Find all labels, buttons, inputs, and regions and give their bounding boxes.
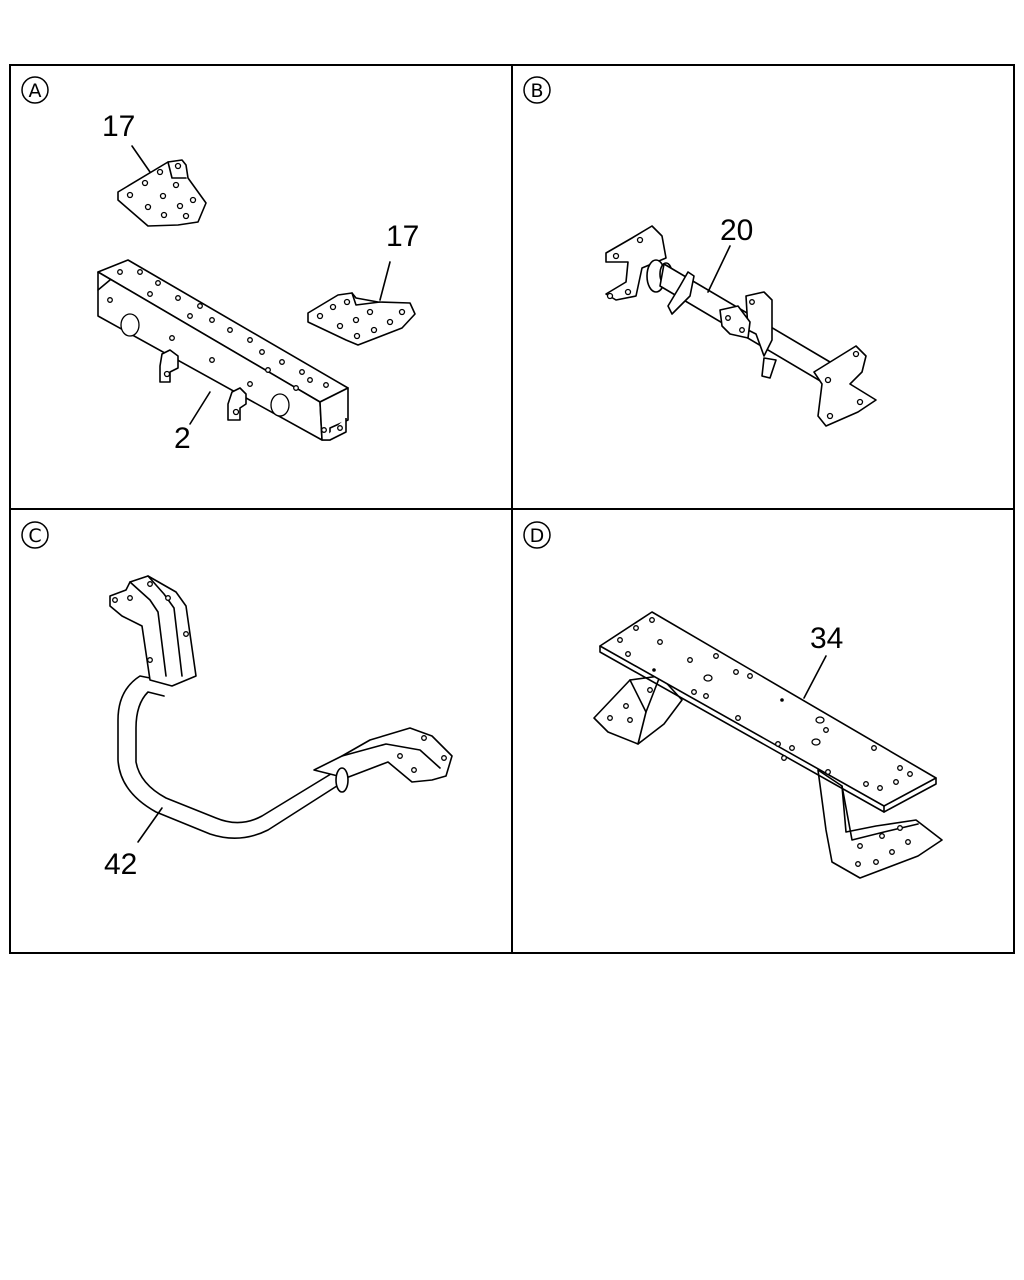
leader-42 xyxy=(137,807,163,843)
callout-2: 2 xyxy=(174,422,191,455)
panel-c: C 42 xyxy=(21,521,453,881)
panel-b: B xyxy=(523,76,877,427)
callout-17-upper: 17 xyxy=(102,110,135,143)
bracket-17-right xyxy=(307,292,416,346)
callout-42: 42 xyxy=(104,848,137,881)
crossmember-2 xyxy=(97,259,349,441)
panel-d-letter-badge: D xyxy=(523,521,551,549)
panel-a-letter: A xyxy=(29,80,42,102)
callout-17-right: 17 xyxy=(386,220,419,253)
crossmember-pipe-42 xyxy=(109,575,453,839)
leader-17-right xyxy=(379,261,391,301)
panel-b-letter: B xyxy=(530,80,543,102)
panel-a-letter-badge: A xyxy=(21,76,49,104)
crossmember-plate-34 xyxy=(593,611,943,879)
callout-20: 20 xyxy=(720,214,753,247)
leader-34 xyxy=(803,655,827,699)
panel-c-letter-badge: C xyxy=(21,521,49,549)
leader-2 xyxy=(189,391,211,425)
leader-17-upper xyxy=(131,145,151,173)
panel-a: A 17 xyxy=(21,76,419,455)
crossmember-tube-20 xyxy=(605,225,877,427)
callout-34: 34 xyxy=(810,622,843,655)
panel-d-letter: D xyxy=(530,525,545,547)
panel-b-letter-badge: B xyxy=(523,76,551,104)
leader-20 xyxy=(707,245,731,293)
panel-c-letter: C xyxy=(28,525,41,547)
bracket-17-upper xyxy=(117,159,207,227)
panel-d: D xyxy=(523,521,943,879)
